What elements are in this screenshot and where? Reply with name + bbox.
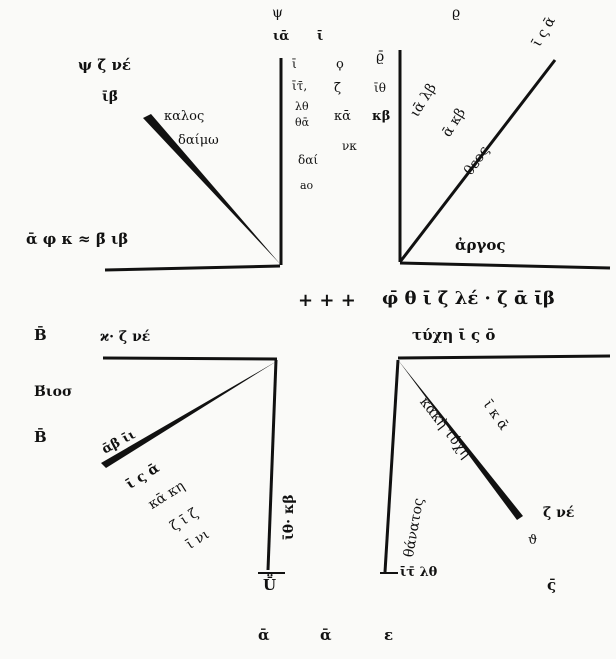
bottom-center-a2: ᾱ xyxy=(320,626,332,644)
right-lower-horizontal xyxy=(397,354,611,360)
left-upper-horizontal xyxy=(104,264,281,272)
top-center-kb: κβ xyxy=(372,109,391,124)
right-upper-horizontal xyxy=(399,261,611,270)
bottom-right-tyche: τύχη ῑ ς ō xyxy=(412,326,496,344)
bottom-right-vertical xyxy=(383,359,400,573)
left-mid-b1: B̄ xyxy=(34,326,47,344)
bottom-left-kb: ῑθ· κβ xyxy=(281,494,297,540)
bottom-center-vertical xyxy=(266,359,278,571)
top-center-right-small-1: ϱ̄ xyxy=(376,49,385,65)
top-right-diagonal xyxy=(398,59,557,263)
top-center-ia: ιᾱ xyxy=(273,29,290,44)
top-center-top: ψ xyxy=(272,5,283,21)
bottom-left-under: Ṻ xyxy=(263,576,277,594)
top-center-right-small-2: ῑθ xyxy=(374,81,386,95)
left-mid-header: ϰ· ζ̄ νέ xyxy=(100,329,151,345)
top-center-mid-2: ζ̄ xyxy=(334,81,342,96)
top-center-col-6: ao xyxy=(300,179,314,192)
top-center-col-1: ῑ xyxy=(292,57,297,71)
bottom-center-e: ε xyxy=(384,626,394,644)
top-right-top-small: ϱ xyxy=(452,5,461,21)
top-center-mid-3: κᾱ xyxy=(334,109,351,124)
top-center-col-3: λθ xyxy=(295,100,309,113)
left-mid-bios: Β́ιοσ xyxy=(34,384,73,400)
bottom-right-low: ῑτ̄ λθ xyxy=(400,565,438,580)
top-center-col-5: δαί xyxy=(298,153,319,167)
center-main-label: φ̄ θ ῑ ζ̄ λέ · ζ̄ ᾱ ῑβ xyxy=(382,288,555,309)
center-crosses: + + + xyxy=(298,290,356,311)
bottom-center-a1: ᾱ xyxy=(258,626,270,644)
bottom-right-diagonal xyxy=(398,360,523,520)
top-center-col-2: ῑτ̄, xyxy=(292,79,308,93)
top-center-col-4: θᾱ xyxy=(295,116,310,129)
top-left-sub: ῑβ̄ xyxy=(102,89,119,105)
left-lower-horizontal xyxy=(102,356,278,361)
bottom-right-hook: ϑ xyxy=(528,533,538,548)
bottom-right-label-2: ζ̄ νέ xyxy=(543,505,575,521)
top-left-note-2: δαίμω xyxy=(178,133,219,148)
left-mid-b2: B̄ xyxy=(34,428,47,446)
top-left-diagonal xyxy=(143,114,281,265)
top-right-argos: ἀργος xyxy=(455,236,506,254)
top-center-i: ῑ xyxy=(317,29,324,44)
top-left-note-1: καλος xyxy=(164,109,205,124)
top-center-mid-1: ϙ xyxy=(336,57,344,72)
bottom-right-s: ς̄ xyxy=(547,576,557,594)
top-left-header: ψ ζ̄ νέ xyxy=(78,56,131,74)
bottom-left-diagonal xyxy=(101,361,277,468)
top-left-row: ᾱ φ κ ≈ β̄ ιβ xyxy=(26,230,129,248)
top-center-mid-4: νκ xyxy=(342,139,357,153)
